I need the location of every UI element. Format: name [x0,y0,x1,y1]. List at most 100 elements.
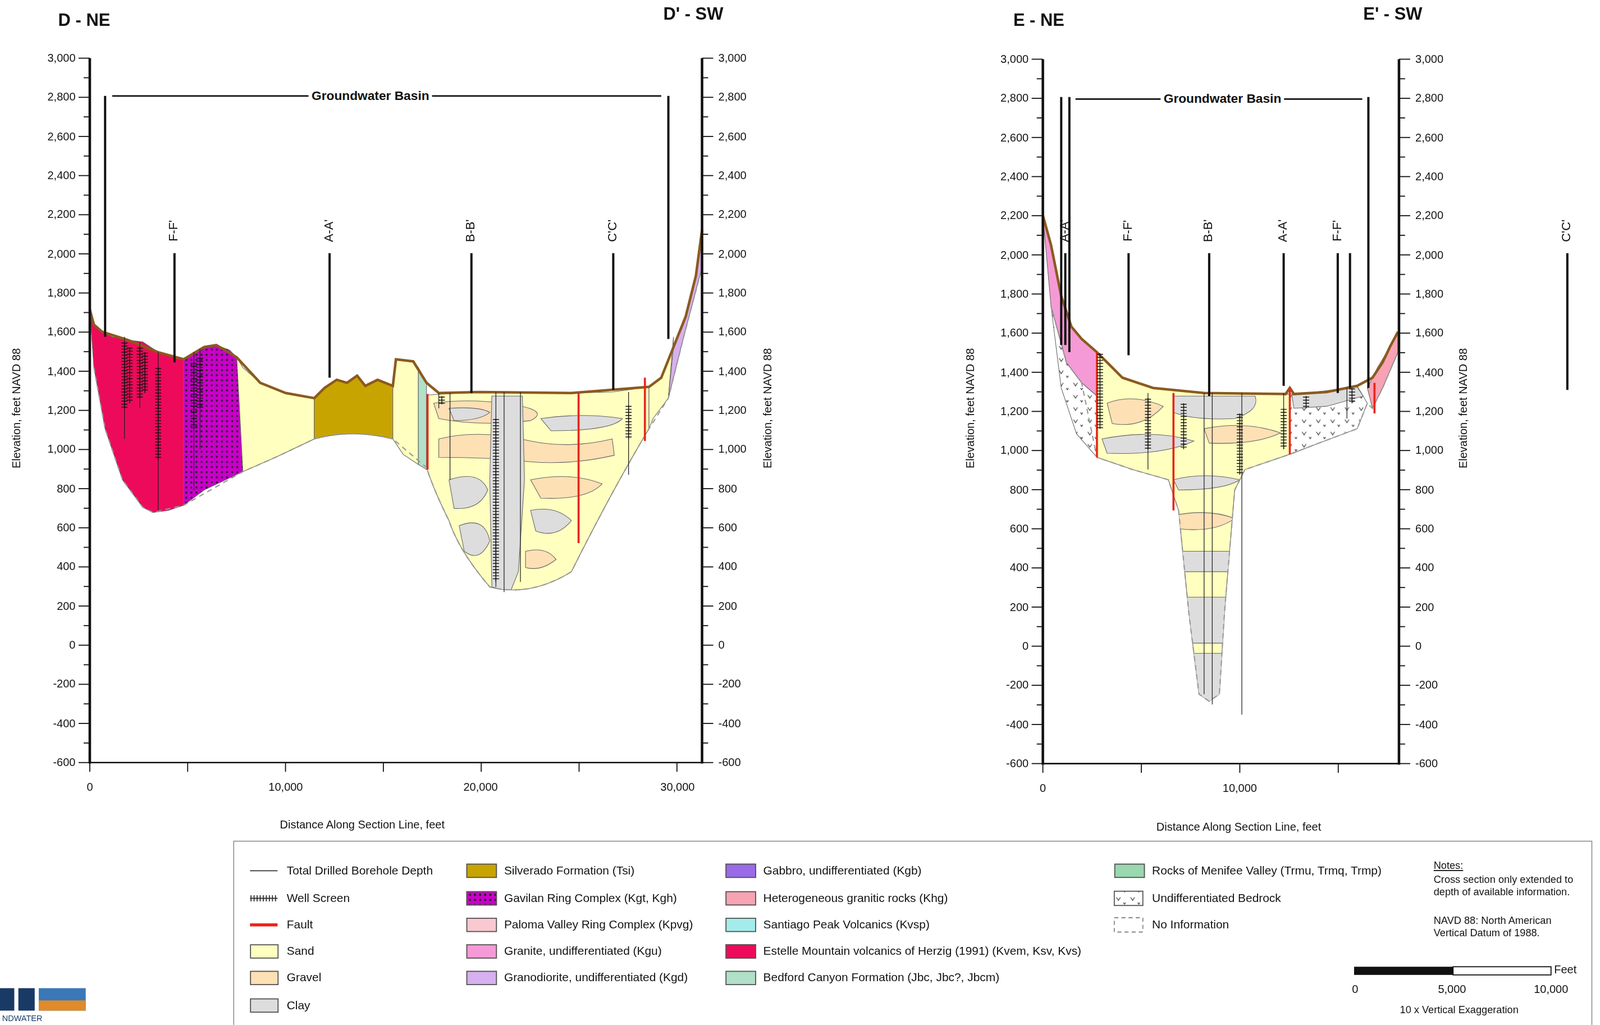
section-marker-label: A-A' [1276,219,1291,243]
tick-label: 1,000 [1000,444,1029,457]
tick-label: 30,000 [660,780,695,794]
fault-sample [249,922,278,926]
tick-label: 3,000 [1000,52,1029,66]
tick-label: 2,000 [718,247,747,260]
axis-title: Elevation, feet NAVD 88 [760,348,774,469]
section-end-label: E' - SW [1363,4,1423,25]
legend-label: Granite, undifferentiated (Kgu) [504,944,662,958]
tick-label: 1,000 [718,442,747,456]
tick-label: 2,000 [1415,248,1444,262]
legend-swatch [466,917,498,932]
axes [89,58,1400,765]
section-marker-label: C'C' [1560,219,1575,242]
legend-swatch [725,970,757,985]
tick-label: 1,600 [47,325,76,339]
axis-title: Elevation, feet NAVD 88 [1456,348,1470,469]
legend-swatch [466,863,498,878]
tick-label: 2,400 [47,168,76,182]
tick-label: 200 [56,599,76,613]
tick-label: 400 [56,560,76,574]
legend-label: Silverado Formation (Tsi) [504,863,635,877]
tick-label: 3,000 [47,51,76,65]
section-end-label: E - NE [1013,10,1065,31]
legend-swatch [725,943,757,958]
tick-label: 800 [718,482,738,496]
tick-label: -400 [1415,717,1438,731]
no-info-boundary [1050,305,1398,701]
no-info-boundary [93,267,702,590]
tick-label: 3,000 [1415,52,1444,66]
section-marker-label: B-B' [1201,219,1216,243]
tick-label: 2,400 [1415,170,1444,184]
geology-d [89,229,703,592]
legend-label: Santiago Peak Volcanics (Kvsp) [763,917,930,932]
tick-label: 1,200 [47,403,76,417]
logo-text: NDWATER [2,1013,43,1024]
bedrock-sample [1114,890,1144,905]
tick-label: 2,600 [47,129,76,143]
legend-label: Clay [286,998,311,1012]
section-marker-label: B-B' [464,219,479,243]
legend-swatch [249,998,279,1013]
tick-label: 2,600 [1000,130,1029,144]
tick-label: 1,800 [47,286,76,300]
tick-label: 1,600 [718,325,747,339]
legend-label: No Information [1152,917,1229,932]
section-marker-label: F-F' [167,220,182,242]
tick-label: 2,200 [718,208,747,222]
scale-unit: Feet [1553,962,1577,976]
scale-label: 10,000 [1533,982,1568,996]
logo-fragment [0,987,86,1010]
borehole-sample [249,870,278,872]
legend-swatch [249,943,279,958]
tick-label: 2,200 [1415,209,1444,223]
section-end-label: D - NE [58,10,111,31]
tick-label: 2,800 [718,90,747,104]
tick-label: -200 [718,677,742,691]
tick-label: 20,000 [463,780,498,794]
legend-label: Gavilan Ring Complex (Kgt, Kgh) [504,890,678,905]
tick-label: 600 [1415,522,1434,536]
tick-label: 0 [69,638,76,652]
axis-title: Distance Along Section Line, feet [280,817,445,831]
tick-label: 1,600 [1000,326,1029,340]
legend-swatch [249,970,279,985]
legend-label: Well Screen [286,890,350,905]
legend-label: Gravel [286,970,322,985]
legend-swatch [725,917,757,932]
tick-label: 0 [1022,639,1029,653]
note-text: NAVD 88: North American Vertical Datum o… [1433,914,1588,939]
basin-bracket [104,96,1369,388]
legend-label: Rocks of Menifee Valley (Trmu, Trmq, Trm… [1152,863,1382,877]
scale-note: 10 x Vertical Exaggeration [1400,1003,1519,1016]
tick-label: -400 [718,716,742,730]
tick-label: 400 [718,560,738,574]
legend-label: Fault [286,917,313,932]
tick-label: 2,800 [47,90,76,104]
tick-label: 1,200 [1415,404,1444,418]
legend-label: Total Drilled Borehole Depth [286,863,433,877]
tick-label: 1,400 [1000,365,1029,379]
legend-label: Gabbro, undifferentiated (Kgb) [763,863,922,877]
legend-swatch [466,943,498,958]
tick-label: 1,400 [1415,365,1444,379]
section-marker-label: F-F' [1330,220,1345,242]
legend-swatch [1114,863,1146,878]
tick-label: 200 [1009,600,1029,614]
legend-swatch [725,863,757,878]
legend-label: Undifferentiated Bedrock [1152,890,1282,905]
legend-swatch [466,970,498,985]
axis-title: Distance Along Section Line, feet [1156,820,1321,834]
well-screen-sample [249,894,278,902]
axis-title: Elevation, feet NAVD 88 [10,348,24,469]
axis-title: Elevation, feet NAVD 88 [963,348,977,469]
basin-label: Groundwater Basin [1160,91,1284,107]
scale-label: 0 [1351,982,1359,996]
tick-label: 0 [86,780,93,794]
tick-label: -600 [1415,756,1438,770]
tick-label: 800 [1009,482,1029,496]
legend-label: Granodiorite, undifferentiated (Kgd) [504,970,688,985]
tick-label: 200 [1415,600,1434,614]
well-screens [121,336,1355,715]
